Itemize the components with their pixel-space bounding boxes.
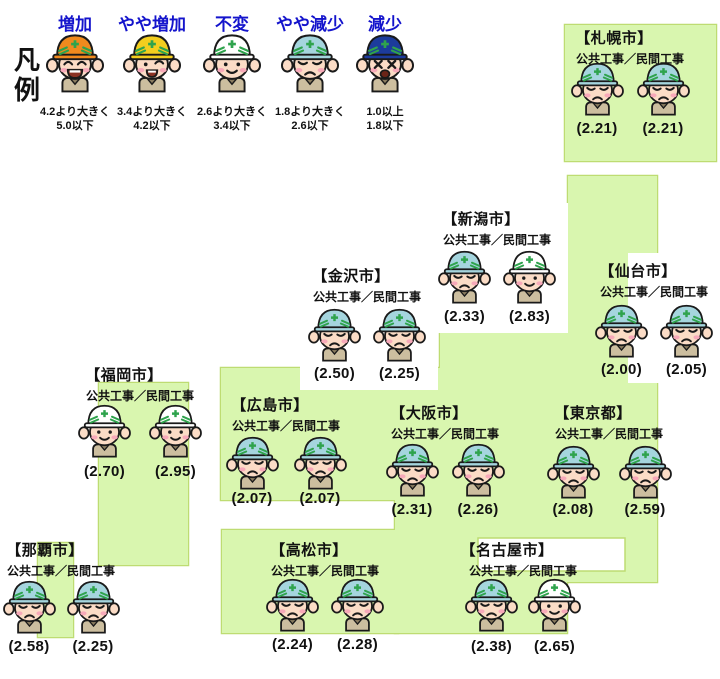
city-value-nagoya-private: (2.65) <box>534 638 575 655</box>
legend-worker-face-decrease-icon <box>356 29 414 93</box>
city-title-hiroshima: 【広島市】 <box>231 397 309 414</box>
kanazawa-callout <box>300 364 438 390</box>
legend-range-unchanged-line1: 2.6より大きく <box>196 106 268 118</box>
city-value-takamatsu-public: (2.24) <box>272 636 313 653</box>
city-works-label-kanazawa: 公共工事／民間工事 <box>312 290 422 304</box>
city-value-sapporo-private: (2.21) <box>642 120 684 137</box>
city-value-osaka-public: (2.31) <box>391 501 433 518</box>
worker-face-niigata-public-icon <box>438 246 491 304</box>
city-value-fukuoka-private: (2.95) <box>155 463 196 480</box>
city-works-label-naha: 公共工事／民間工事 <box>6 564 116 578</box>
city-value-niigata-private: (2.83) <box>509 308 550 325</box>
city-title-osaka: 【大阪市】 <box>390 405 468 422</box>
worker-face-naha-private-icon <box>66 576 120 634</box>
legend-label-slight_increase: やや増加 <box>118 15 186 34</box>
city-works-label-sapporo: 公共工事／民間工事 <box>575 52 685 66</box>
city-title-naha: 【那覇市】 <box>6 542 84 559</box>
worker-face-kanazawa-private-icon <box>373 304 426 362</box>
legend-label-increase: 増加 <box>58 15 92 34</box>
legend-heading: 凡例 <box>14 45 41 105</box>
city-value-tokyo-public: (2.08) <box>552 501 594 518</box>
city-works-label-nagoya: 公共工事／民間工事 <box>468 564 578 578</box>
city-title-kanazawa: 【金沢市】 <box>312 268 390 285</box>
city-title-niigata: 【新潟市】 <box>442 211 520 228</box>
worker-face-hiroshima-private-icon <box>293 432 347 490</box>
legend-worker-face-unchanged-icon <box>203 29 261 93</box>
city-value-hiroshima-public: (2.07) <box>231 490 273 507</box>
legend-worker-face-increase-icon <box>46 29 104 93</box>
worker-face-takamatsu-private-icon <box>331 574 384 632</box>
legend-label-slight_decrease: やや減少 <box>276 15 344 34</box>
city-value-sapporo-public: (2.21) <box>576 120 618 137</box>
worker-face-sendai-public-icon <box>595 300 648 358</box>
legend-label-decrease: 減少 <box>368 15 402 34</box>
legend-range-increase-line1: 4.2より大きく <box>39 106 111 118</box>
worker-face-nagoya-private-icon <box>528 574 581 632</box>
legend-range-decrease-line2: 1.8以下 <box>366 120 404 132</box>
city-works-label-niigata: 公共工事／民間工事 <box>442 233 552 247</box>
city-value-sendai-public: (2.00) <box>601 361 642 378</box>
city-works-label-tokyo: 公共工事／民間工事 <box>554 427 664 441</box>
city-works-label-takamatsu: 公共工事／民間工事 <box>270 564 380 578</box>
city-works-label-sendai: 公共工事／民間工事 <box>599 285 709 299</box>
legend-range-decrease-line1: 1.0以上 <box>366 106 404 118</box>
worker-face-hiroshima-public-icon <box>225 432 279 490</box>
city-title-sendai: 【仙台市】 <box>599 263 677 280</box>
city-value-nagoya-public: (2.38) <box>471 638 512 655</box>
worker-face-fukuoka-public-icon <box>78 400 131 458</box>
city-works-label-osaka: 公共工事／民間工事 <box>390 427 500 441</box>
legend-worker-face-slight_increase-icon <box>123 29 181 93</box>
legend-range-slight_decrease-line1: 1.8より大きく <box>274 106 346 118</box>
map-region-shikoku <box>222 530 398 633</box>
worker-face-nagoya-public-icon <box>465 574 518 632</box>
legend-range-slight_increase-line2: 4.2以下 <box>133 120 171 132</box>
city-works-label-hiroshima: 公共工事／民間工事 <box>231 419 341 433</box>
city-works-label-fukuoka: 公共工事／民間工事 <box>85 389 195 403</box>
city-value-niigata-public: (2.33) <box>444 308 485 325</box>
worker-face-osaka-private-icon <box>451 439 505 497</box>
legend-range-unchanged-line2: 3.4以下 <box>213 120 251 132</box>
nagoya-callout <box>477 537 626 572</box>
city-title-tokyo: 【東京都】 <box>554 405 632 422</box>
worker-face-kanazawa-public-icon <box>308 304 361 362</box>
city-value-naha-private: (2.25) <box>72 638 114 655</box>
city-value-kanazawa-public: (2.50) <box>314 365 355 382</box>
city-title-nagoya: 【名古屋市】 <box>460 542 554 559</box>
worker-face-takamatsu-public-icon <box>266 574 319 632</box>
worker-face-sapporo-private-icon <box>636 58 690 116</box>
city-value-takamatsu-private: (2.28) <box>337 636 378 653</box>
city-value-tokyo-private: (2.59) <box>624 501 666 518</box>
worker-face-fukuoka-private-icon <box>149 400 202 458</box>
worker-face-sendai-private-icon <box>660 300 713 358</box>
worker-face-niigata-private-icon <box>503 246 556 304</box>
legend-label-unchanged: 不変 <box>215 15 249 34</box>
city-value-kanazawa-private: (2.25) <box>379 365 420 382</box>
worker-face-sapporo-public-icon <box>570 58 624 116</box>
city-title-fukuoka: 【福岡市】 <box>85 367 163 384</box>
worker-face-osaka-public-icon <box>385 439 439 497</box>
worker-face-tokyo-private-icon <box>618 441 672 499</box>
legend-range-slight_increase-line1: 3.4より大きく <box>116 106 188 118</box>
legend-range-increase-line2: 5.0以下 <box>56 120 94 132</box>
city-value-hiroshima-private: (2.07) <box>299 490 341 507</box>
city-value-naha-public: (2.58) <box>8 638 50 655</box>
city-value-osaka-private: (2.26) <box>457 501 499 518</box>
city-value-fukuoka-public: (2.70) <box>84 463 125 480</box>
city-value-sendai-private: (2.05) <box>666 361 707 378</box>
legend-worker-face-slight_decrease-icon <box>281 29 339 93</box>
worker-face-naha-public-icon <box>2 576 56 634</box>
worker-face-tokyo-public-icon <box>546 441 600 499</box>
city-title-sapporo: 【札幌市】 <box>575 30 653 47</box>
city-title-takamatsu: 【高松市】 <box>270 542 348 559</box>
legend-range-slight_decrease-line2: 2.6以下 <box>291 120 329 132</box>
